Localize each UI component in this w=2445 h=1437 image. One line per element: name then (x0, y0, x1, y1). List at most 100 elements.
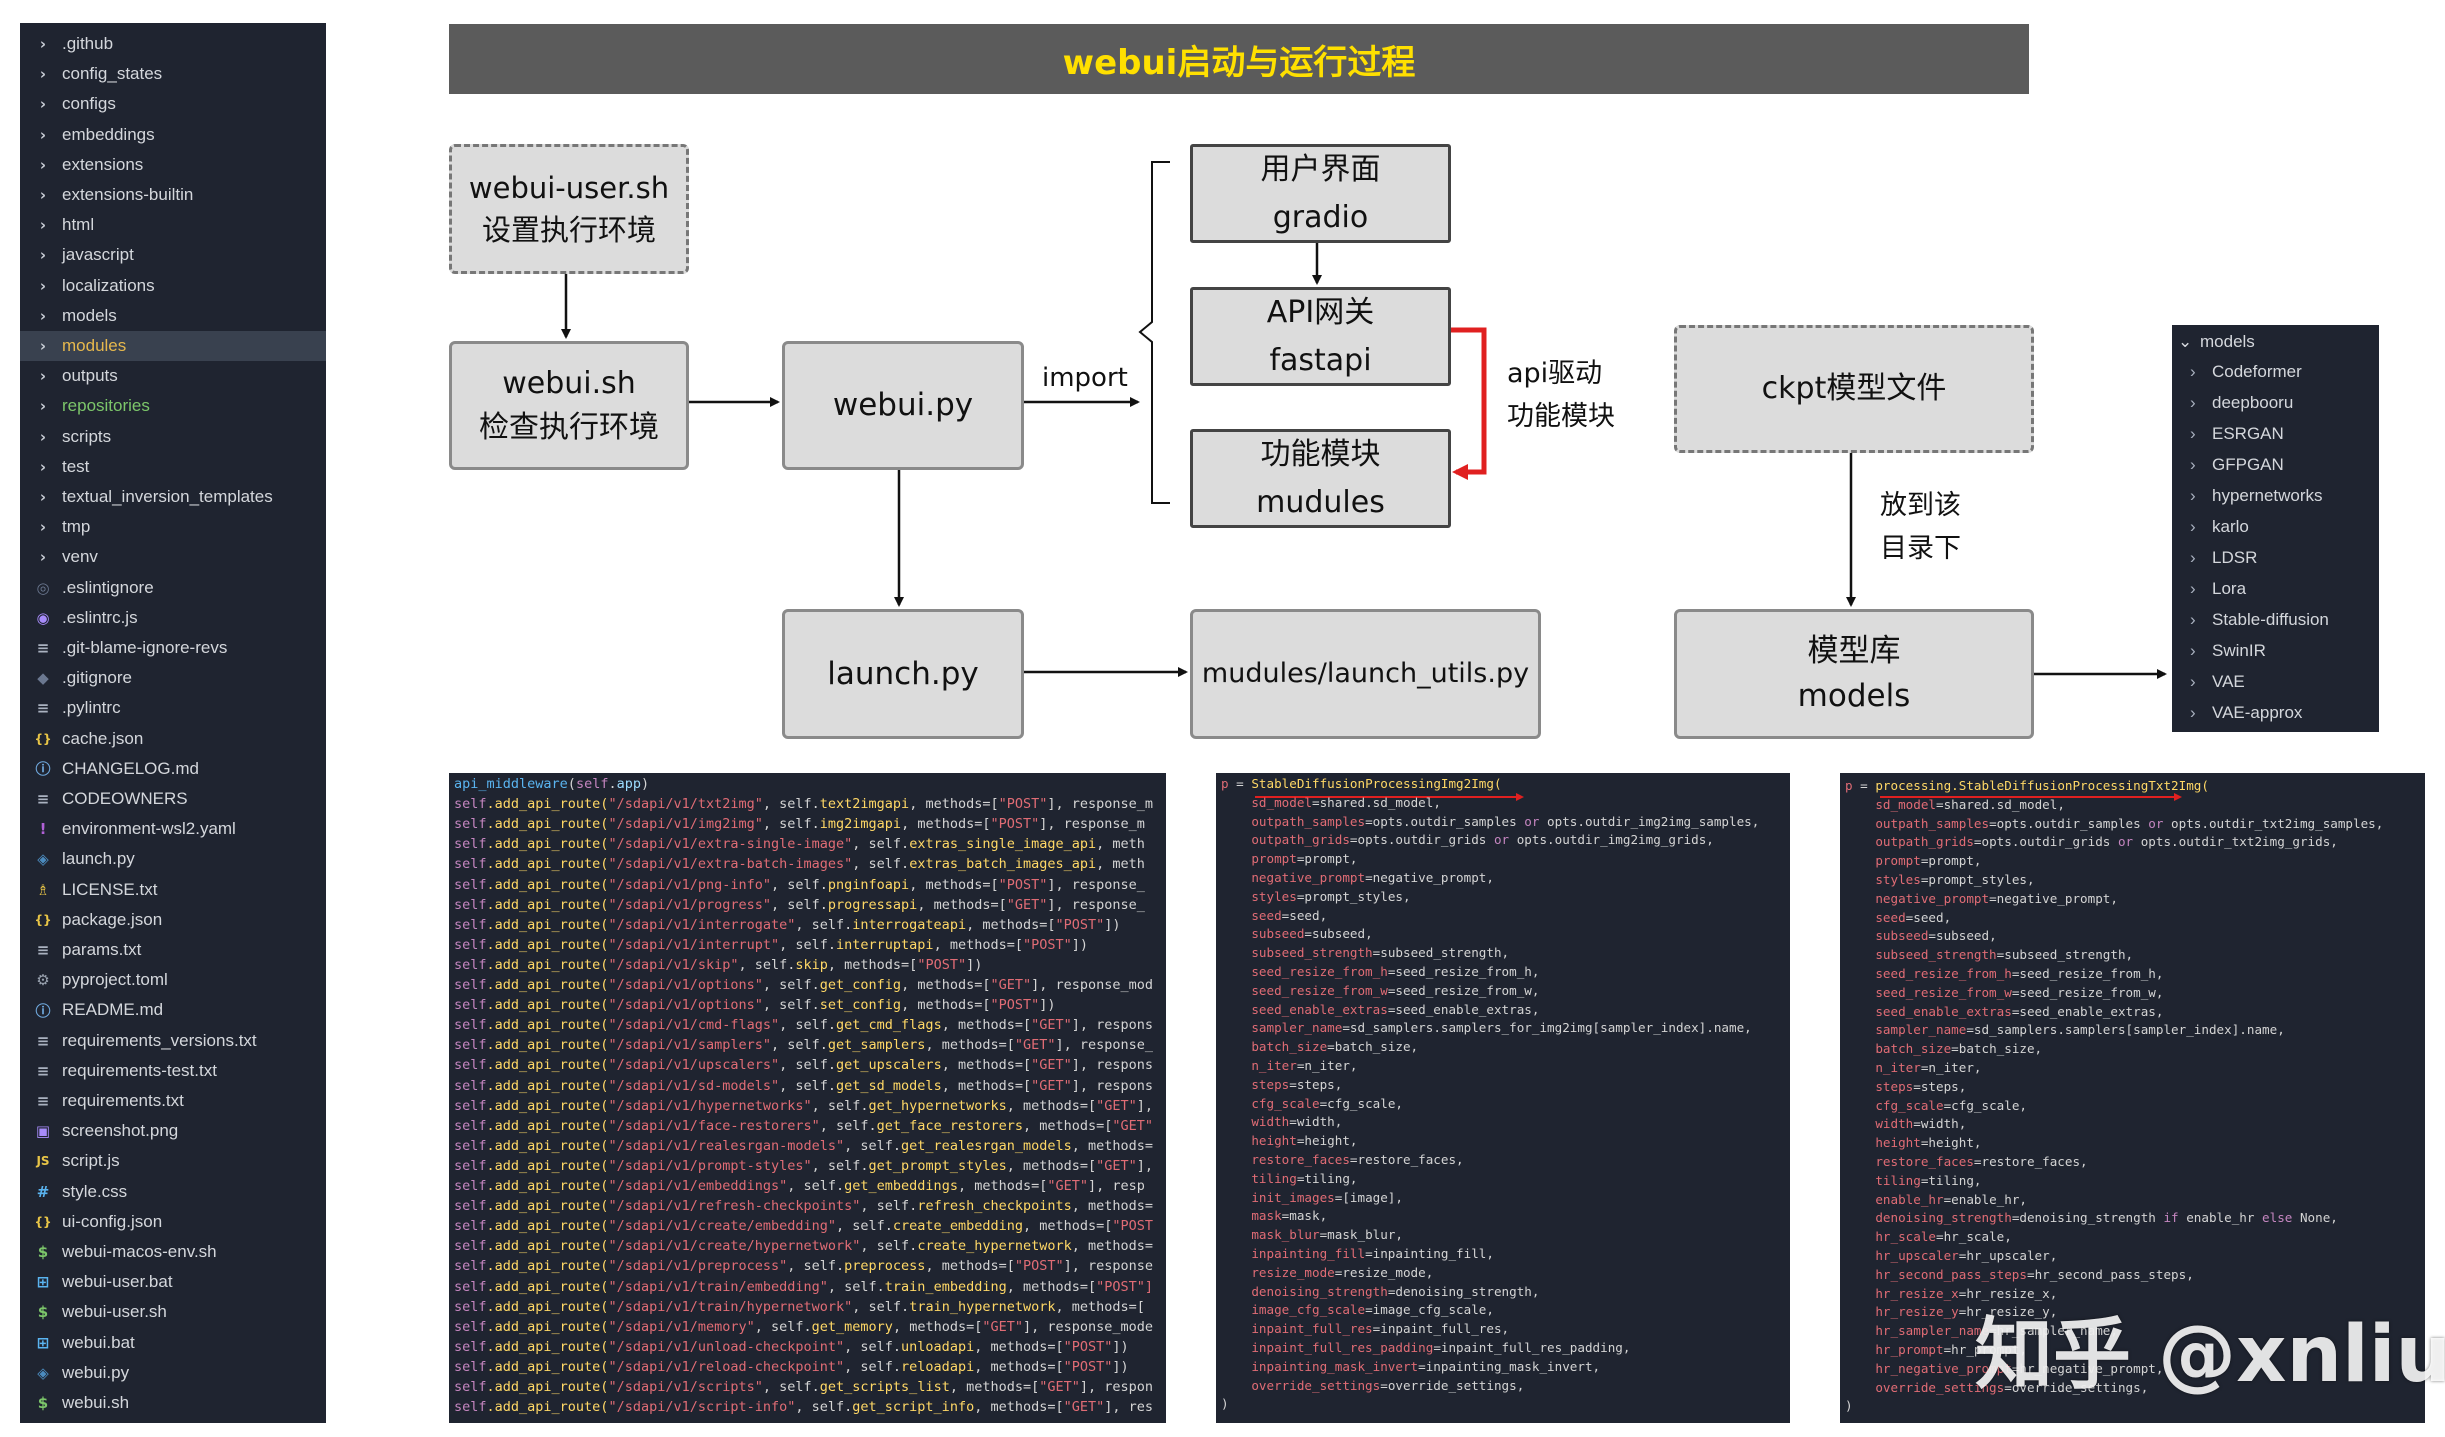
explorer-folder[interactable]: ›config_states (20, 59, 326, 89)
explorer-file[interactable]: {}ui-config.json (20, 1207, 326, 1237)
explorer-folder[interactable]: ›.github (20, 29, 326, 59)
explorer-folder[interactable]: ›venv (20, 542, 326, 572)
code-line: outpath_samples=opts.outdir_samples or o… (1845, 814, 2383, 833)
code-token: self (454, 1097, 487, 1114)
explorer-folder[interactable]: ›extensions (20, 150, 326, 180)
explorer-item-label: params.txt (62, 940, 142, 959)
explorer-file[interactable]: ◆.gitignore (20, 663, 326, 693)
explorer-folder[interactable]: ›tmp (20, 512, 326, 542)
explorer-file[interactable]: {}package.json (20, 905, 326, 935)
models-folder-header[interactable]: ⌄models (2172, 327, 2379, 357)
explorer-item-label: webui-user.bat (62, 1272, 173, 1292)
chevron-right-icon: › (39, 367, 47, 386)
webui-user-sh-name: webui-user.sh (468, 170, 670, 205)
code-line: resize_mode=resize_mode, (1221, 1263, 1433, 1282)
explorer-file[interactable]: ♗LICENSE.txt (20, 875, 326, 905)
code-token: ], respons (1071, 1077, 1154, 1094)
explorer-file[interactable]: ◈launch.py (20, 844, 326, 874)
explorer-item-label: webui.sh (62, 1393, 130, 1412)
code-token: =height, (1920, 1135, 1982, 1151)
webui-user-sh-desc: 设置执行环境 (481, 213, 656, 247)
code-token: ) (1845, 1398, 1853, 1414)
explorer-file[interactable]: ⊞webui.bat (20, 1328, 326, 1358)
import-label: import (1042, 363, 1128, 393)
code-line: outpath_grids=opts.outdir_grids or opts.… (1221, 830, 1714, 849)
models-subfolder[interactable]: ›SwinIR (2172, 636, 2379, 666)
chevron-right-icon: › (39, 216, 47, 235)
explorer-file[interactable]: ◈webui.py (20, 1358, 326, 1388)
explorer-folder[interactable]: ›repositories (20, 391, 326, 421)
code-token: inpaint_full_res_padding (1221, 1340, 1434, 1355)
explorer-file[interactable]: ⊞webui-user.bat (20, 1267, 326, 1297)
code-token: , self. (762, 796, 820, 813)
explorer-file[interactable]: ≡requirements_versions.txt (20, 1026, 326, 1056)
code-line: denoising_strength=denoising_strength, (1221, 1282, 1539, 1301)
models-subfolder[interactable]: ›hypernetworks (2172, 481, 2379, 511)
code-line: inpaint_full_res_padding=inpaint_full_re… (1221, 1338, 1630, 1357)
explorer-file[interactable]: {}cache.json (20, 724, 326, 754)
models-subfolder[interactable]: ›Lora (2172, 574, 2379, 604)
code-token: .add_api_route( (486, 816, 609, 833)
code-token: .add_api_route( (486, 977, 609, 993)
explorer-file[interactable]: ≡requirements.txt (20, 1086, 326, 1116)
code-token: =inpaint_full_res, (1372, 1321, 1510, 1337)
models-subfolder-label: ESRGAN (2212, 424, 2284, 443)
code-token: .add_api_route( (486, 1238, 609, 1255)
code-token: =subseed, (1928, 928, 1997, 944)
models-subfolder[interactable]: ›VAE-approx (2172, 698, 2379, 728)
explorer-file[interactable]: ◎.eslintignore (20, 573, 326, 603)
explorer-file[interactable]: ▣screenshot.png (20, 1116, 326, 1146)
models-subfolder[interactable]: ›VAE (2172, 667, 2379, 697)
explorer-file[interactable]: !environment-wsl2.yaml (20, 814, 326, 844)
models-subfolder[interactable]: ›Stable-diffusion (2172, 605, 2379, 635)
explorer-folder[interactable]: ›outputs (20, 361, 326, 391)
models-subfolder[interactable]: ›ESRGAN (2172, 419, 2379, 449)
code-token: , methods= (1071, 1198, 1154, 1215)
api-drive-line2: 功能模块 (1507, 401, 1615, 433)
code-token: , self. (811, 1157, 869, 1174)
explorer-folder[interactable]: ›test (20, 452, 326, 482)
code-line: self.add_api_route("/sdapi/v1/options", … (454, 995, 1056, 1015)
code-token: get_config (819, 977, 902, 993)
models-subfolder[interactable]: ›LDSR (2172, 543, 2379, 573)
explorer-file[interactable]: ≡CODEOWNERS (20, 784, 326, 814)
explorer-folder[interactable]: ›html (20, 210, 326, 240)
explorer-file[interactable]: $webui-macos-env.sh (20, 1237, 326, 1267)
explorer-folder[interactable]: ›textual_inversion_templates (20, 482, 326, 512)
models-subfolder[interactable]: ›Codeformer (2172, 357, 2379, 387)
models-subfolder[interactable]: ›deepbooru (2172, 388, 2379, 418)
chevron-right-icon: › (2190, 610, 2196, 629)
explorer-file[interactable]: ≡.pylintrc (20, 693, 326, 723)
explorer-file[interactable]: ⚙pyproject.toml (20, 965, 326, 995)
models-subfolder-label: Codeformer (2212, 362, 2302, 381)
explorer-file[interactable]: ≡.git-blame-ignore-revs (20, 633, 326, 663)
explorer-folder[interactable]: ›extensions-builtin (20, 180, 326, 210)
explorer-folder[interactable]: ›localizations (20, 271, 326, 301)
explorer-file[interactable]: ≡params.txt (20, 935, 326, 965)
explorer-folder[interactable]: ›models (20, 301, 326, 331)
models-subfolder[interactable]: ›karlo (2172, 512, 2379, 542)
code-token: =cfg_scale, (1319, 1095, 1403, 1111)
code-token: "POST" (1022, 936, 1072, 953)
explorer-folder[interactable]: ›embeddings (20, 120, 326, 150)
explorer-file[interactable]: $webui-user.sh (20, 1297, 326, 1327)
code-token: , methods=[ (974, 1338, 1064, 1355)
code-token: hr_resize_x (1845, 1285, 1959, 1301)
models-subfolder[interactable]: ›GFPGAN (2172, 450, 2379, 480)
explorer-file[interactable]: ≡requirements-test.txt (20, 1056, 326, 1086)
explorer-file[interactable]: $webui.sh (20, 1388, 326, 1418)
code-token: "GET" (1014, 1037, 1056, 1054)
explorer-folder[interactable]: ›configs (20, 89, 326, 119)
explorer-folder[interactable]: ›javascript (20, 240, 326, 270)
code-token: "POST" (990, 816, 1040, 833)
explorer-folder[interactable]: ›scripts (20, 422, 326, 452)
code-token: self (454, 956, 487, 973)
code-token: skip (795, 956, 828, 973)
explorer-folder[interactable]: ›modules (20, 331, 326, 361)
place-label: 放到该 目录下 (1880, 484, 1961, 570)
explorer-file[interactable]: ◉.eslintrc.js (20, 603, 326, 633)
explorer-file[interactable]: #style.css (20, 1177, 326, 1207)
